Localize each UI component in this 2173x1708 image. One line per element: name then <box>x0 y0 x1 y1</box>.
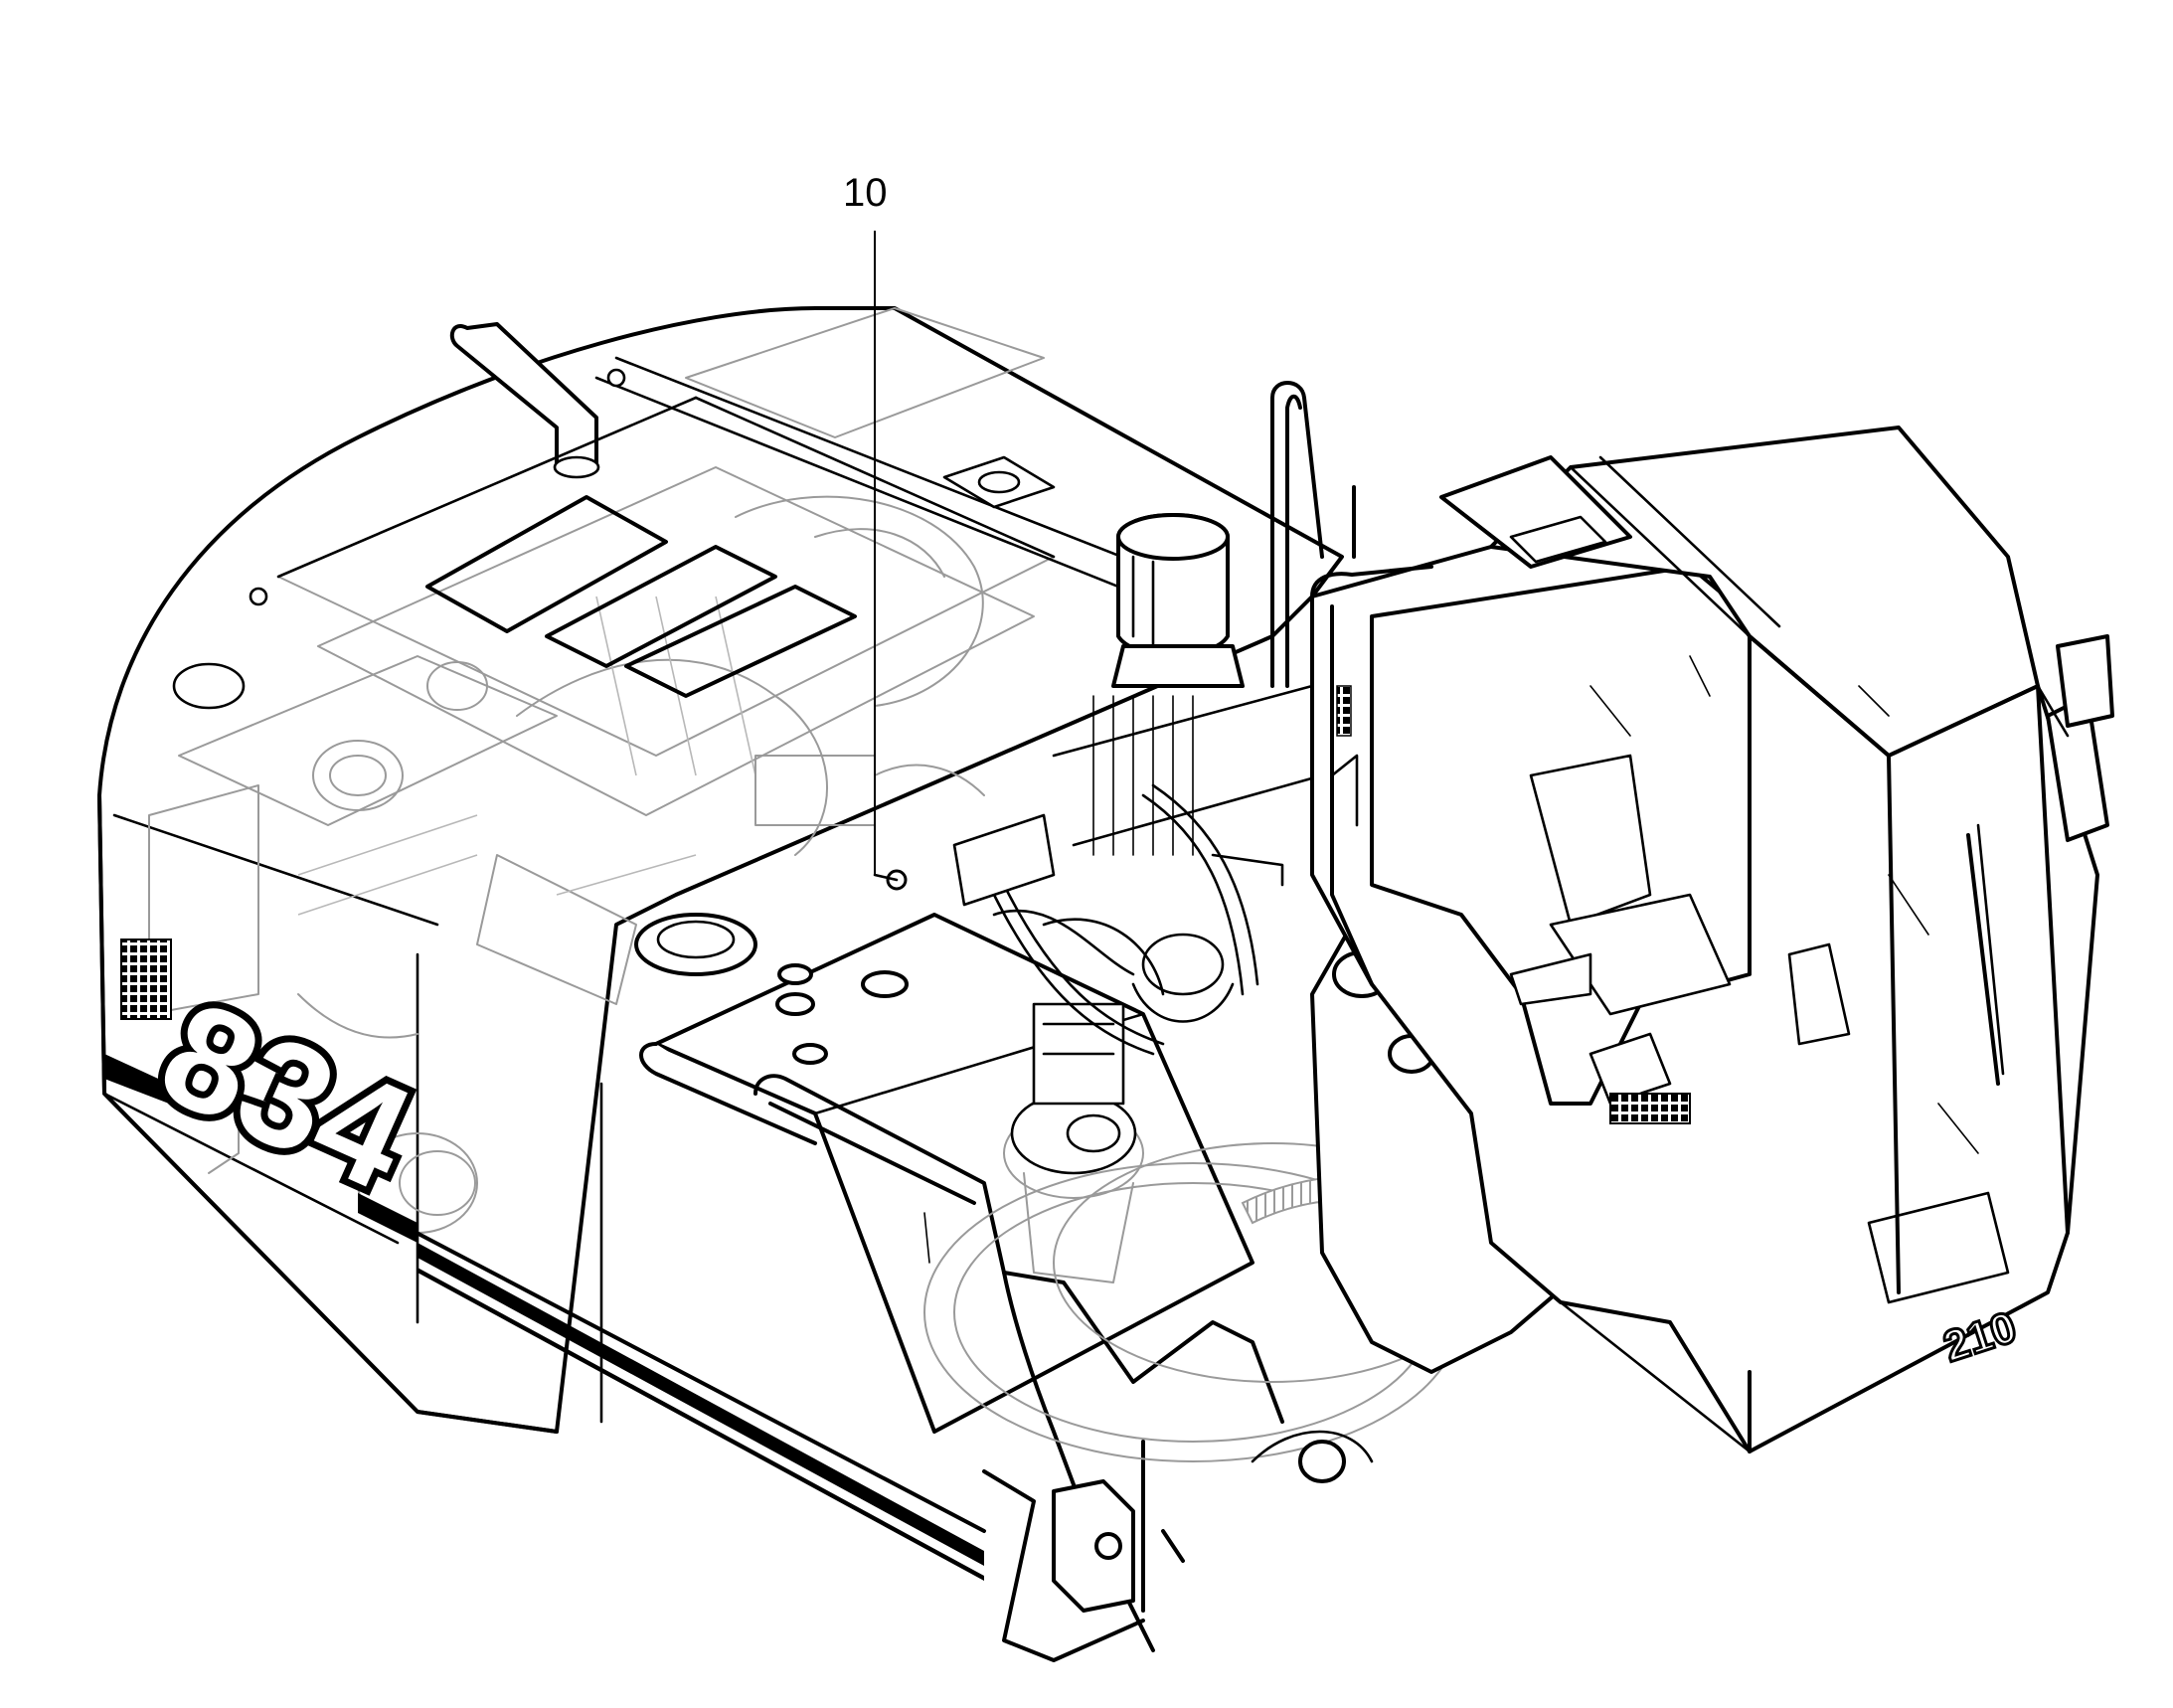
engine-hood-shell <box>97 306 1344 1434</box>
operator-cab <box>1310 426 2114 1453</box>
hydraulic-tank-cover <box>942 455 1056 509</box>
front-guard-rail <box>753 1074 1284 1652</box>
hydraulic-hoses <box>952 695 1259 1056</box>
callout-label-10: 10 <box>843 171 888 215</box>
handrail <box>1270 381 1356 688</box>
fuel-tank-block <box>634 913 1254 1434</box>
swing-motor <box>992 909 1235 1106</box>
counterweight-stripes <box>396 1221 1145 1662</box>
exhaust-stack <box>449 322 600 479</box>
air-filter-canister <box>1111 513 1245 688</box>
deck-platform <box>1052 684 1344 897</box>
hood-grille-panels <box>425 495 857 698</box>
